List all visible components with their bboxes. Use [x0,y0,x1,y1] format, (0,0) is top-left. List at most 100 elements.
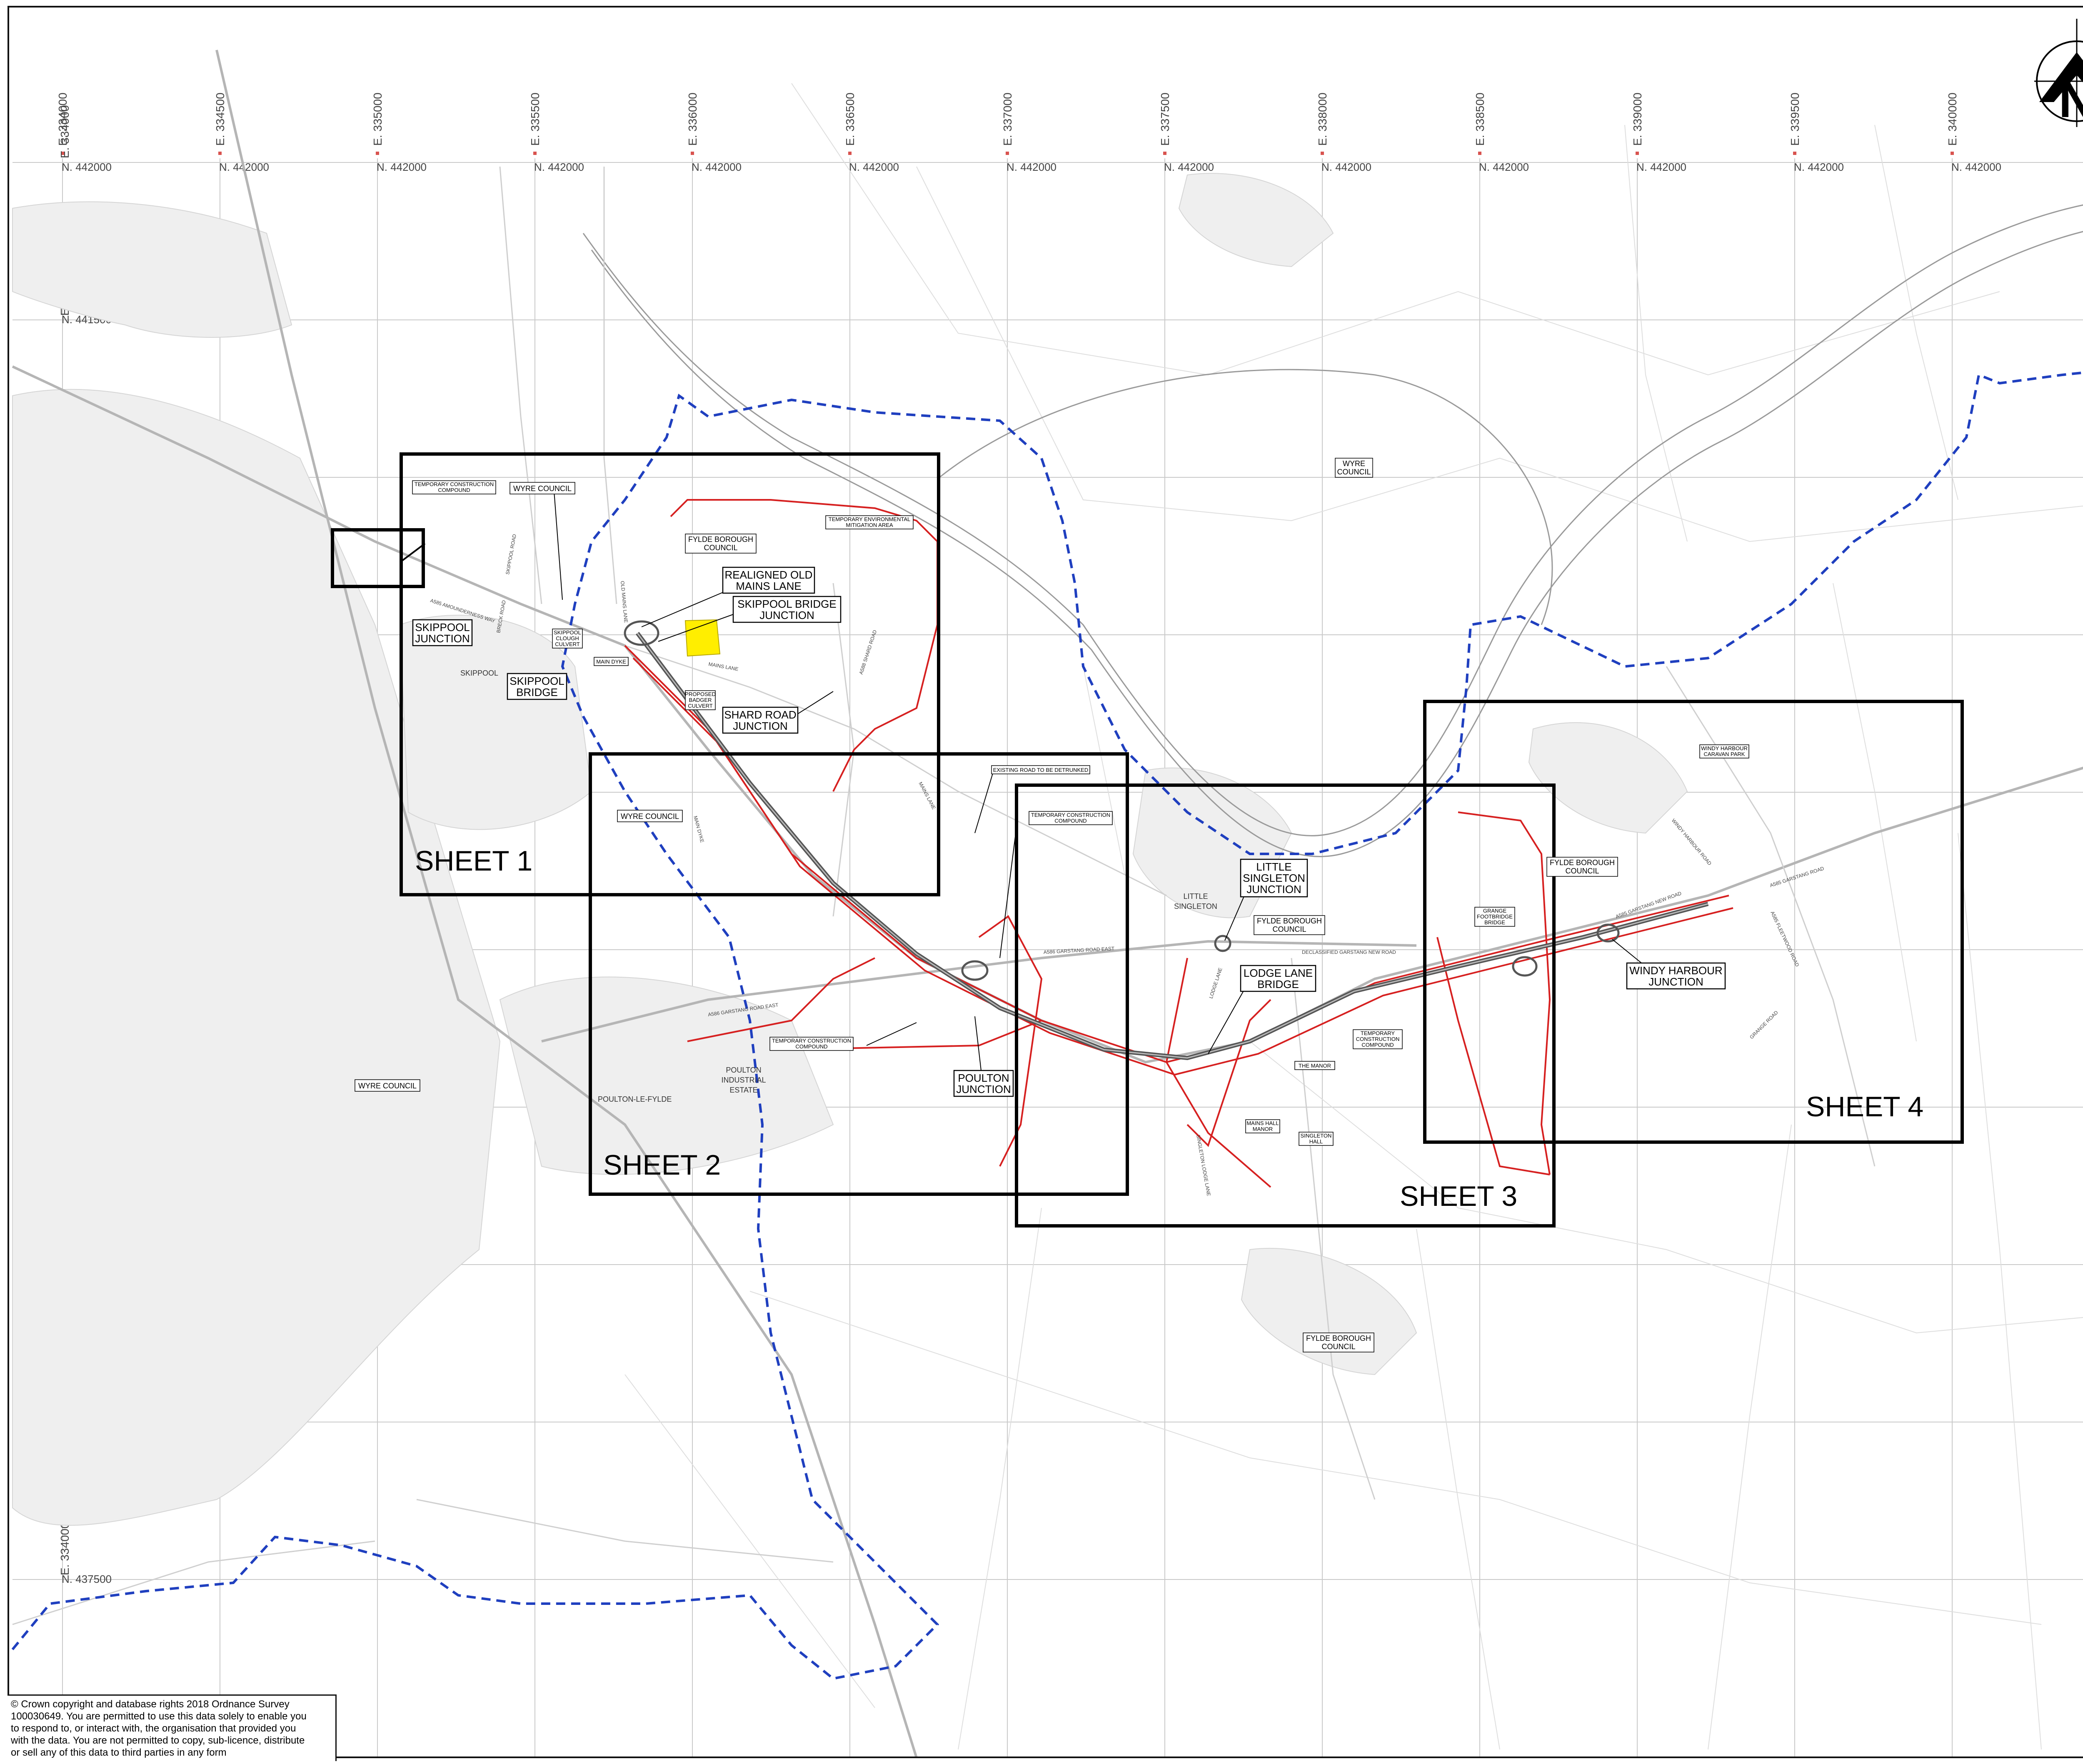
skippool-junction-label: SKIPPOOL JUNCTION [412,619,473,646]
sheet-1-box [400,452,940,896]
copyright-line: © Crown copyright and database rights 20… [11,1699,290,1710]
easting-label: E. 338500 [1474,92,1486,146]
sheet-3-label: SHEET 3 [1400,1180,1517,1212]
windy-harbour-caravan-line2: CARAVAN PARK [1704,751,1745,757]
sheet-2-box [589,752,1129,1196]
easting-label: E. 335500 [529,92,542,146]
leader-line [974,1016,982,1071]
field-line [916,166,2083,542]
redline-boundary [1165,958,1271,1188]
grid-tick [1793,152,1796,155]
easting-label: E. 335000 [371,92,384,146]
mains-hall-manor-box [1245,1119,1280,1133]
proposed-scheme [624,619,1709,1060]
leader-line [554,491,563,600]
lodge-lane-bridge-line2: BRIDGE [1257,978,1299,991]
temp-env-mitigation-line2: MITIGATION AREA [846,522,893,528]
singleton-hall-line2: HALL [1309,1138,1323,1145]
skippool-clough-culvert-label: SKIPPOOL CLOUGH CULVERT [552,629,583,649]
realigned-old-mains-lane-line1: REALIGNED OLD [725,569,813,581]
little-singleton-roundabout [1214,935,1231,952]
fylde-borough-council-1-line2: COUNCIL [704,544,737,552]
temp-compound-4-label: TEMPORARY CONSTRUCTION COMPOUND [1353,1029,1403,1049]
poulton-junction-line2: JUNCTION [956,1083,1011,1095]
temp-compound-2-label: TEMPORARY CONSTRUCTION COMPOUND [1029,811,1113,825]
council-boundary-line [11,371,2083,1680]
singleton-hall-label: SINGLETON HALL [1299,1132,1334,1146]
mains-hall-manor-line1: MAINS HALL [1246,1120,1279,1126]
easting-label: E. 340000 [1946,92,1959,146]
wyre-council-top-box [510,482,575,494]
redline-boundary [1186,999,1271,1147]
temp-compound-1-line2: COMPOUND [438,487,470,493]
mains-lane-road [624,645,1167,896]
skippool-clough-culvert-line2: CLOUGH [556,635,579,641]
field-line [1708,1124,1792,1750]
northing-top-label: N. 442000 [534,161,584,173]
grid-tick [61,152,64,155]
temp-compound-2-line2: COMPOUND [1054,818,1086,824]
northing-top-labels: N. 442000 N. 442000 N. 442000 N. 442000 N. 4… [62,161,2001,173]
skippool-clough-culvert-line1: SKIPPOOL [554,629,581,636]
proposed-bypass-centre [637,633,1708,1059]
fylde-borough-council-3-box [1254,915,1325,935]
windy-harbour-junction-line1: WINDY HARBOUR [1629,964,1722,977]
lodge-lane-bridge-label: LODGE LANE BRIDGE [1240,965,1316,992]
little-singleton-junction-label: LITTLE SINGLETON JUNCTION [1240,858,1308,898]
wyre-council-left-text: WYRE COUNCIL [358,1082,417,1090]
left-easting-label: E. 334000 [58,1522,71,1575]
easting-label: E. 339500 [1788,92,1801,146]
skippool-junction-line1: SKIPPOOL [415,621,470,634]
field-line [1416,1228,1500,1750]
inset-box [331,528,425,588]
singleton-hall-line1: SINGLETON [1301,1133,1332,1139]
northing-top-label: N. 442000 [1951,161,2001,173]
skippool-bridge-label: SKIPPOOL BRIDGE [507,673,567,700]
little-singleton-junction-line1: LITTLE [1256,861,1291,873]
easting-label: E. 336500 [844,92,857,146]
mains-hall-manor-line2: MANOR [1253,1126,1273,1132]
leader-line [1208,987,1246,1054]
temp-compound-4-line1: TEMPORARY [1361,1030,1395,1036]
grid-tick [1163,152,1166,155]
field-line [1958,833,2042,1750]
northing-top-label: N. 442000 [1007,161,1056,173]
left-easting-label: E. 334000 [58,105,71,158]
easting-label: E. 334500 [214,92,227,146]
place-poulton-industrial-line1: POULTON [726,1066,761,1074]
a586-garstang-road [541,940,1417,1043]
fylde-borough-council-3-line1: FYLDE BOROUGH [1257,917,1322,925]
north-arrow: N [2034,19,2083,128]
wyre-council-right-box [1335,458,1373,478]
redline-boundary [978,915,1043,1167]
existing-road-detrunked-text: EXISTING ROAD TO BE DETRUNKED [993,767,1089,773]
field-line [1833,583,1917,1042]
leader-line [641,590,727,627]
place-names: SKIPPOOL LITTLE SINGLETON POULTON INDUST… [460,669,1217,1103]
poulton-junction-box [953,1070,1014,1097]
fylde-borough-council-1-box [685,534,757,554]
sheet-boxes: SHEET 1 SHEET 2 SHEET 3 SHEET 4 [331,452,1964,1228]
wyre-council-sheet2-box [617,810,683,822]
wyre-council-right-label: WYRE COUNCIL [1335,458,1373,478]
skippool-bridge-line2: BRIDGE [516,686,558,699]
northing-top-label: N. 442000 [692,161,742,173]
grid-tick [1636,152,1639,155]
grid-tick [376,152,379,155]
copyright-line: or sell any of this data to third partie… [11,1747,227,1758]
fylde-borough-council-bottom-box [1303,1332,1374,1352]
urban-windy-harbour [1528,722,1688,834]
fylde-borough-council-bottom-line1: FYLDE BOROUGH [1306,1334,1371,1342]
skippool-bridge-junction-label: SKIPPOOL BRIDGE JUNCTION [732,596,842,623]
grid-tick [218,152,222,155]
redline-boundary [687,957,875,1042]
major-labels: SKIPPOOL JUNCTION SKIPPOOL BRIDGE REALIG… [412,566,1726,1097]
fylde-borough-council-3-line2: COUNCIL [1272,925,1306,933]
council-boundary [11,371,2083,1680]
poulton-junction-line1: POULTON [958,1072,1009,1084]
grid-tick [1478,152,1481,155]
northing-top-label: N. 442000 [1479,161,1529,173]
fylde-borough-council-bottom-label: FYLDE BOROUGH COUNCIL [1303,1332,1374,1352]
